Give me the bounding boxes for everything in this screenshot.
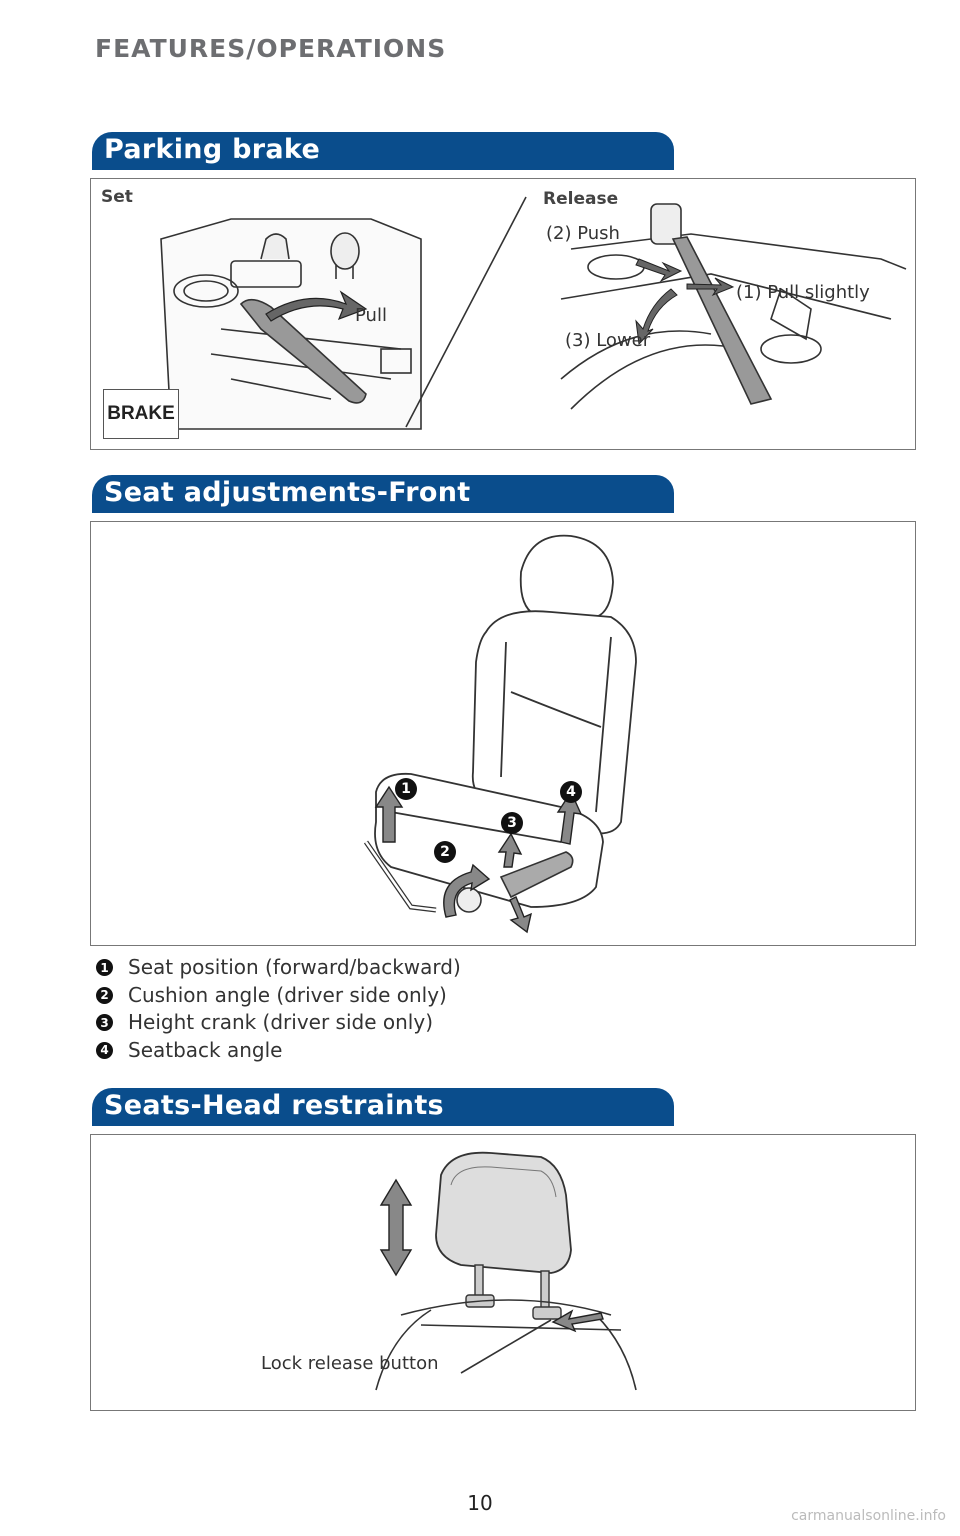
front-seat-illustration (363, 534, 637, 934)
release-label: Release (543, 189, 619, 209)
legend-text: Height crank (driver side only) (128, 1010, 433, 1034)
head-restraints-panel: Lock release button (90, 1134, 916, 1411)
parking-brake-panel: Set Release Pull (2) Push (1) Pull sligh… (90, 178, 916, 450)
legend-text: Seatback angle (128, 1037, 283, 1062)
seat-adjustments-title: Seat adjustments-Front (104, 477, 471, 508)
push-step-label: (2) Push (546, 223, 620, 244)
seat-adjustments-panel: 1 2 3 4 (90, 521, 916, 946)
legend-text: Seat position (forward/backward) (128, 955, 461, 979)
legend-number: 2 (96, 986, 113, 1004)
seat-badge-2: 2 (434, 841, 456, 863)
head-restraint-illustration (375, 1151, 637, 1391)
legend-text: Cushion angle (driver side only) (128, 982, 447, 1007)
legend-number: 1 (96, 959, 113, 976)
page-section-title: FEATURES/OPERATIONS (95, 34, 447, 63)
lower-step-label: (3) Lower (565, 330, 651, 351)
parking-brake-header: Parking brake (92, 132, 674, 170)
head-restraints-title: Seats-Head restraints (104, 1090, 444, 1121)
lock-release-label: Lock release button (261, 1353, 439, 1374)
pull-label: Pull (355, 305, 387, 326)
seat-badge-3: 3 (501, 812, 523, 834)
head-restraints-header: Seats-Head restraints (92, 1088, 674, 1126)
brake-indicator: BRAKE (103, 389, 179, 439)
legend-number: 4 (96, 1041, 113, 1059)
seat-badge-4: 4 (560, 781, 582, 803)
legend-number: 3 (96, 1014, 113, 1031)
pull-slightly-step-label: (1) Pull slightly (736, 282, 870, 303)
seat-badge-1: 1 (395, 778, 417, 800)
parking-brake-title: Parking brake (104, 134, 321, 165)
watermark: carmanualsonline.info (791, 1508, 946, 1524)
seat-adjustments-header: Seat adjustments-Front (92, 475, 674, 513)
page-number: 10 (467, 1491, 493, 1515)
set-label: Set (101, 187, 133, 207)
parking-brake-illustration (160, 196, 907, 430)
